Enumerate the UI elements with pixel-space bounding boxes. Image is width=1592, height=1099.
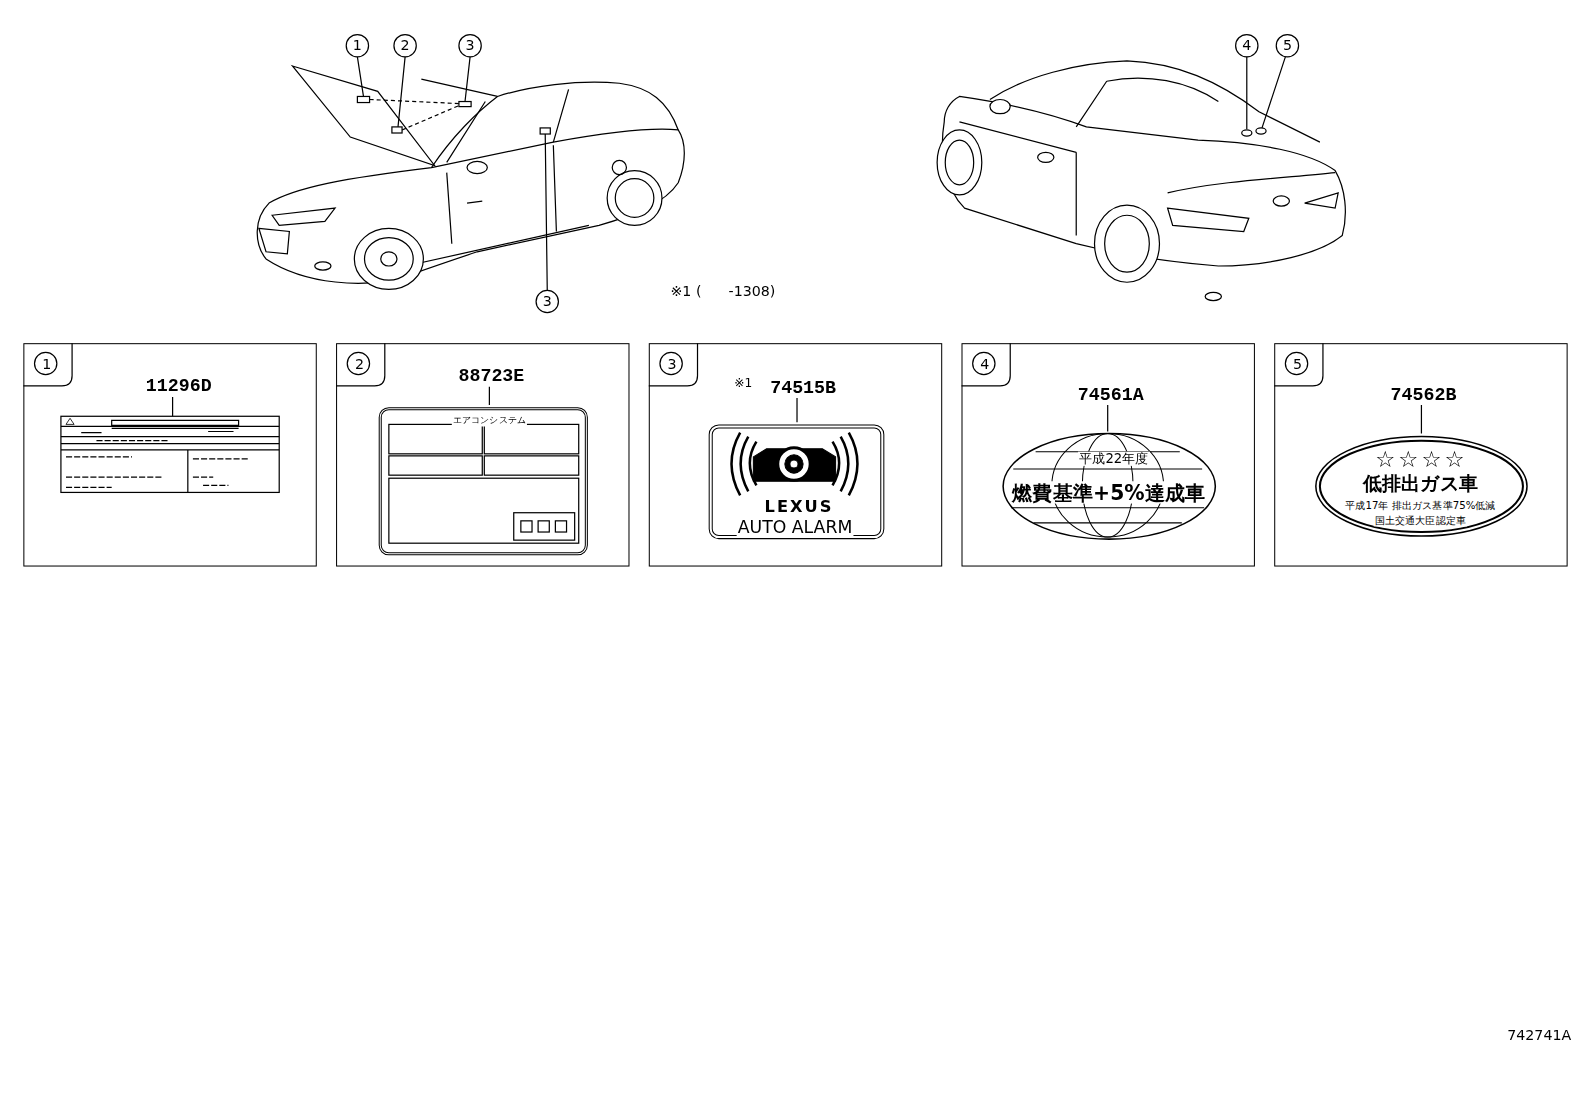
callout-number: 4 [1242,38,1251,54]
callout-number: 3 [543,294,552,310]
parts-panel: 5 74562B ☆☆☆☆低排出ガス車平成17年 排出ガス基準75%低減国土交通大臣… [1274,343,1567,566]
label-outline [1316,437,1527,536]
label-text: 平成17年 排出ガス基準75%低減 [1344,500,1496,511]
callout-number: 4 [980,357,989,373]
label-heading: エアコンシステム [452,416,527,426]
ac-label-grid [389,424,579,543]
alarm-label: LEXUSAUTO ALARM [709,424,885,539]
brand-text: LEXUS [764,498,835,516]
callout-number: 5 [1283,38,1292,54]
star-rating: ☆☆☆☆ [1374,448,1468,473]
label-text: 燃費基準+5%達成車 [1011,481,1207,503]
car-rear-view [937,61,1345,301]
car-front-view [257,66,684,289]
callout-number: 2 [401,38,410,54]
label-text: 国土交通大臣認定車 [1374,515,1467,526]
part-number: 11296D [146,377,212,397]
ac-label: エアコンシステム [379,407,588,555]
emission-label: ☆☆☆☆低排出ガス車平成17年 排出ガス基準75%低減国土交通大臣認定車 [1315,436,1528,538]
warning-label [61,416,279,492]
note-mark: ※1 [734,377,752,390]
part-number: 74515B [770,379,836,399]
parts-panel: 4 74561A 平成22年度燃費基準+5%達成車 [961,343,1254,566]
label-outline [1320,441,1523,532]
label-outline [1003,434,1215,540]
part-number: 74561A [1078,386,1144,406]
callout-number: 1 [353,38,362,54]
parts-panel: 1 11296D [23,343,316,566]
callout-number: 2 [355,357,364,373]
callout-number: 3 [668,357,677,373]
label-text: 平成22年度 [1078,452,1150,467]
label-text: 低排出ガス車 [1362,473,1480,494]
panel-tabs [23,343,1323,386]
label-text: AUTO ALARM [737,517,854,536]
callout-number: 5 [1293,357,1302,373]
part-number: 74562B [1391,386,1457,406]
parts-panel: 3 ※1 74515B LEXUSAUTO ALARM [649,343,942,566]
part-number: 88723E [459,367,525,387]
alarm-icon [732,433,858,496]
callout-number: 3 [466,38,475,54]
parts-panel: 2 88723E エアコンシステム [336,343,629,566]
callout-number: 1 [42,357,51,373]
note: ※1 ( -1308) [670,284,775,300]
fuel-label: 平成22年度燃費基準+5%達成車 [1002,433,1216,541]
drawing-number: 742741A [1507,1028,1571,1044]
